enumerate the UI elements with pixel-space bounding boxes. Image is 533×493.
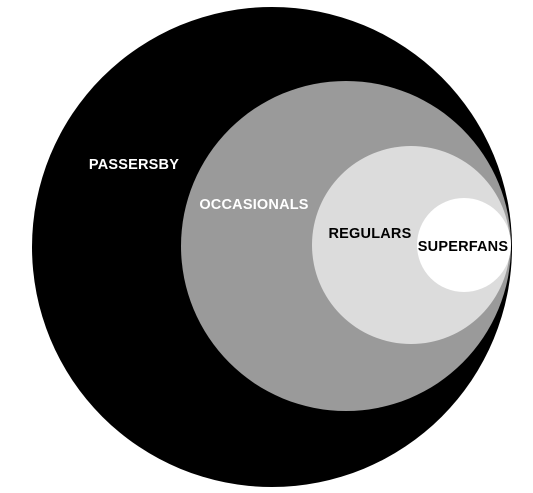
regulars-label: REGULARS bbox=[329, 226, 412, 242]
superfans-label: SUPERFANS bbox=[418, 239, 509, 255]
passersby-label: PASSERSBY bbox=[89, 157, 179, 173]
superfans-circle bbox=[417, 198, 511, 292]
regulars-circle bbox=[312, 146, 510, 344]
occasionals-label: OCCASIONALS bbox=[199, 197, 308, 213]
